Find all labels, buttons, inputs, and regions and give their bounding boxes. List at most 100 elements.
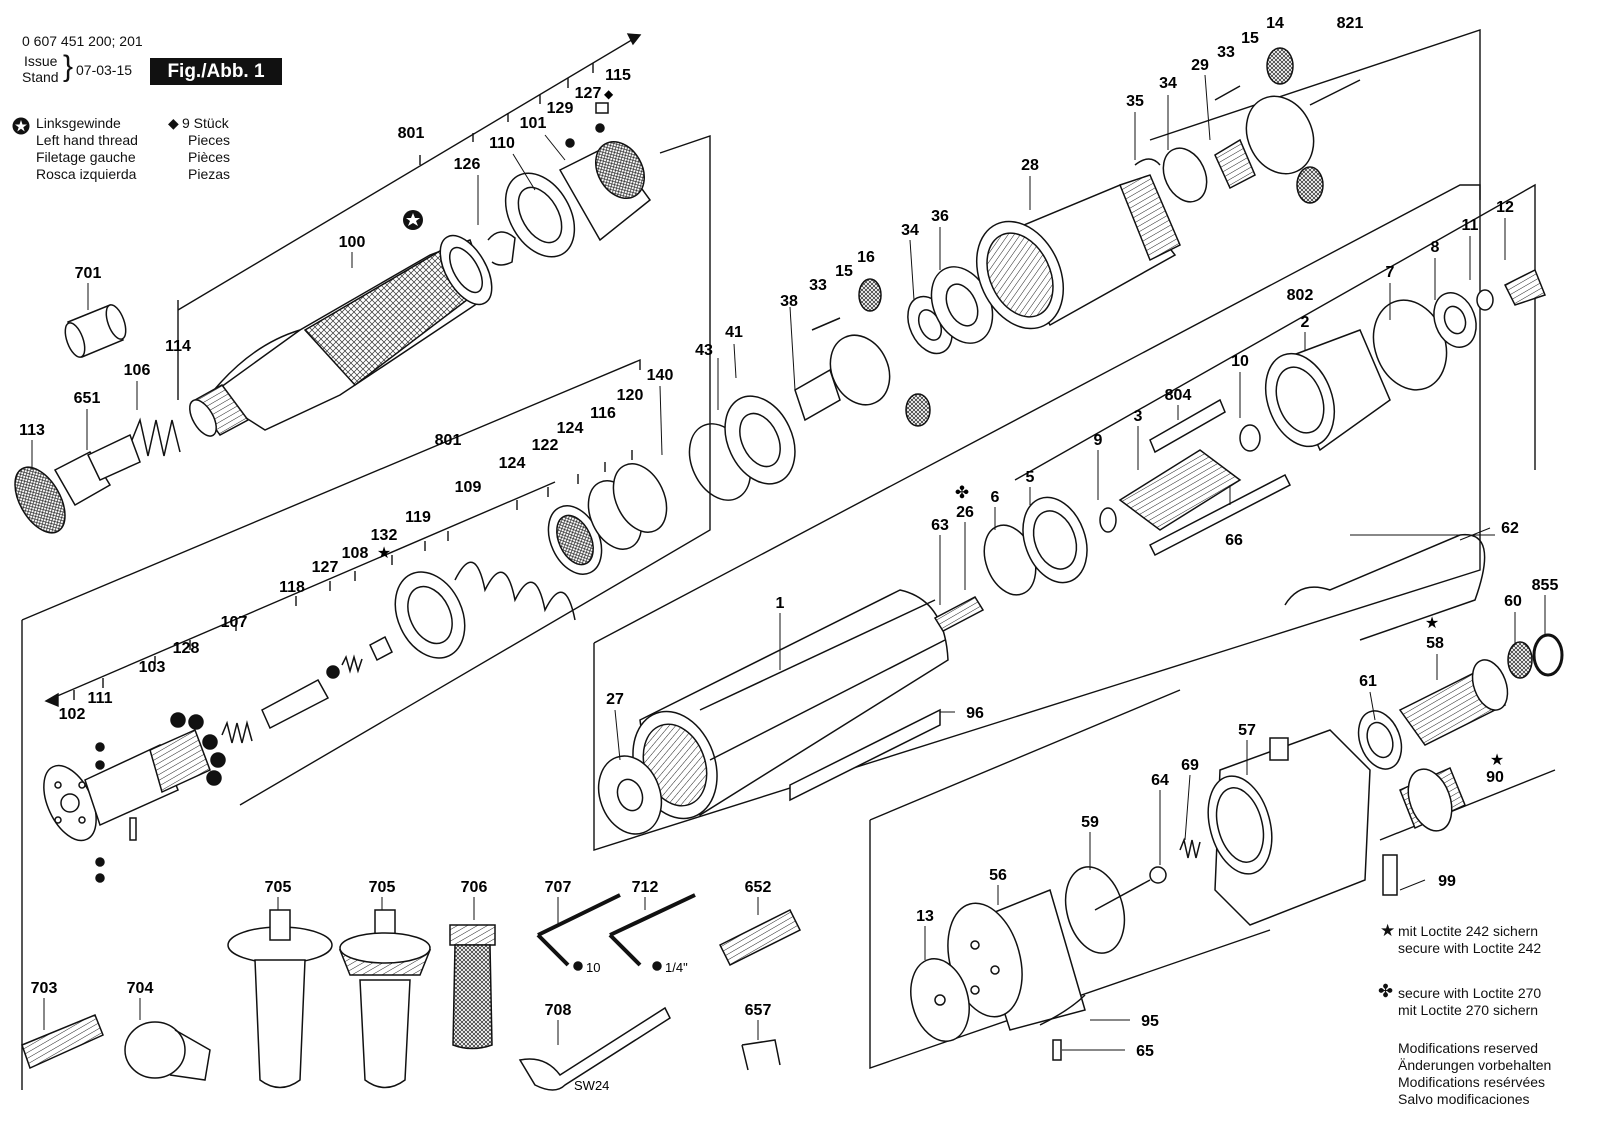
part-label: 33 — [1217, 44, 1235, 61]
loctite-270-note: ✤ secure with Loctite 270 mit Loctite 27… — [1378, 982, 1541, 1019]
qty-line-3: Pièces — [188, 149, 231, 165]
part-label: 657 — [745, 1002, 772, 1019]
part-label: 705 — [265, 879, 292, 896]
part-label: 6 — [991, 489, 1000, 506]
part-label: 5 — [1026, 469, 1035, 486]
part-label: 110 — [489, 135, 515, 152]
part-label: 61 — [1359, 673, 1377, 690]
part-label: 11 — [1462, 217, 1479, 234]
part-label: 704 — [127, 980, 154, 997]
symbols: ★ ★ ★ ✤ ◆ — [377, 87, 1504, 769]
assembly-line-upper — [177, 34, 641, 311]
part-label: 122 — [532, 437, 559, 454]
star-marker-icon: ★ — [1490, 752, 1504, 769]
part-label: 33 — [809, 277, 827, 294]
motor-assembly — [597, 268, 1564, 1061]
part-label: 114 — [165, 338, 191, 355]
part-label: 802 — [1287, 287, 1314, 304]
legend-line-3: Filetage gauche — [36, 149, 136, 165]
part-label: 109 — [455, 479, 482, 496]
issue-label: Issue — [24, 53, 58, 69]
part-label: 35 — [1126, 93, 1144, 110]
part-label: 708 — [545, 1002, 572, 1019]
part-label: 102 — [59, 706, 86, 723]
diamond-icon: ◆ — [168, 115, 179, 131]
part-label: 100 — [339, 234, 366, 251]
star-icon: ★ — [1380, 921, 1396, 940]
part-label: 99 — [1438, 873, 1456, 890]
gear-assembly — [794, 47, 1361, 427]
diamond-marker-icon: ◆ — [604, 87, 614, 101]
star-marker-icon: ★ — [1425, 615, 1439, 632]
part-label: 804 — [1165, 387, 1192, 404]
part-label: 60 — [1504, 593, 1522, 610]
legend-line-4: Rosca izquierda — [36, 166, 137, 182]
loctite-242-line-2: secure with Loctite 242 — [1398, 940, 1542, 956]
modifications-line-1: Modifications reserved — [1398, 1040, 1539, 1056]
part-label: 132 — [371, 527, 398, 544]
part-label: 59 — [1081, 814, 1099, 831]
modifications-line-4: Salvo modificaciones — [1398, 1091, 1530, 1107]
part-label: 1 — [776, 595, 785, 612]
part-label: 107 — [221, 614, 248, 631]
part-label: 69 — [1181, 757, 1199, 774]
figure-label: Fig./Abb. 1 — [150, 58, 282, 85]
hex-key-size-label: 1/4" — [665, 960, 688, 975]
part-label: 116 — [590, 405, 616, 422]
part-label: 13 — [916, 908, 934, 925]
part-label: 103 — [139, 659, 166, 676]
part-label: 10 — [1231, 353, 1249, 370]
part-label: 701 — [75, 265, 102, 282]
part-label: 90 — [1486, 769, 1504, 786]
part-label: 127 — [312, 559, 339, 576]
star-marker-icon: ★ — [377, 545, 391, 562]
part-label: 119 — [405, 509, 431, 526]
part-label: 703 — [31, 980, 58, 997]
part-label: 38 — [780, 293, 798, 310]
part-label: 16 — [857, 249, 875, 266]
part-label: 651 — [74, 390, 101, 407]
part-label: 101 — [520, 115, 547, 132]
part-label: 9 — [1094, 432, 1103, 449]
part-label: 8 — [1431, 239, 1440, 256]
part-label: 2 — [1301, 314, 1310, 331]
part-label: 118 — [279, 579, 305, 596]
part-label: 705 — [369, 879, 396, 896]
part-label: 3 — [1134, 408, 1143, 425]
part-label: 652 — [745, 879, 772, 896]
part-label: 124 — [499, 455, 526, 472]
part-label: 95 — [1141, 1013, 1159, 1030]
part-label: 96 — [966, 705, 984, 722]
clover-icon: ✤ — [1378, 981, 1394, 1001]
left-thread-icon — [12, 117, 30, 135]
brace: } — [63, 50, 74, 83]
part-label: 28 — [1021, 157, 1039, 174]
loctite-242-line-1: mit Loctite 242 sichern — [1398, 923, 1539, 939]
accessories — [21, 893, 802, 1091]
part-label: 855 — [1532, 577, 1559, 594]
wrench-size-label: SW24 — [574, 1078, 609, 1093]
part-label: 15 — [1241, 30, 1259, 47]
part-label: 126 — [454, 156, 481, 173]
part-label: 124 — [557, 420, 584, 437]
part-label: 106 — [124, 362, 151, 379]
part-label: 64 — [1151, 772, 1169, 789]
part-label: 108 — [342, 545, 369, 562]
qty-line-1: 9 Stück — [182, 115, 229, 131]
part-labels: 801 126 110 101 129 127 115 100 114 701 … — [19, 15, 1558, 1060]
part-label: 63 — [931, 517, 949, 534]
part-label: 111 — [88, 690, 113, 707]
part-label: 62 — [1501, 520, 1519, 537]
part-label: 801 — [398, 125, 425, 142]
clover-marker-icon: ✤ — [955, 483, 969, 502]
part-label: 34 — [1159, 75, 1177, 92]
part-label: 41 — [725, 324, 743, 341]
part-label: 65 — [1136, 1043, 1154, 1060]
qty-line-2: Pieces — [188, 132, 231, 148]
part-label: 712 — [632, 879, 659, 896]
part-label: 58 — [1426, 635, 1444, 652]
issue-date: 07-03-15 — [76, 62, 133, 78]
spindle-assembly — [43, 395, 796, 883]
